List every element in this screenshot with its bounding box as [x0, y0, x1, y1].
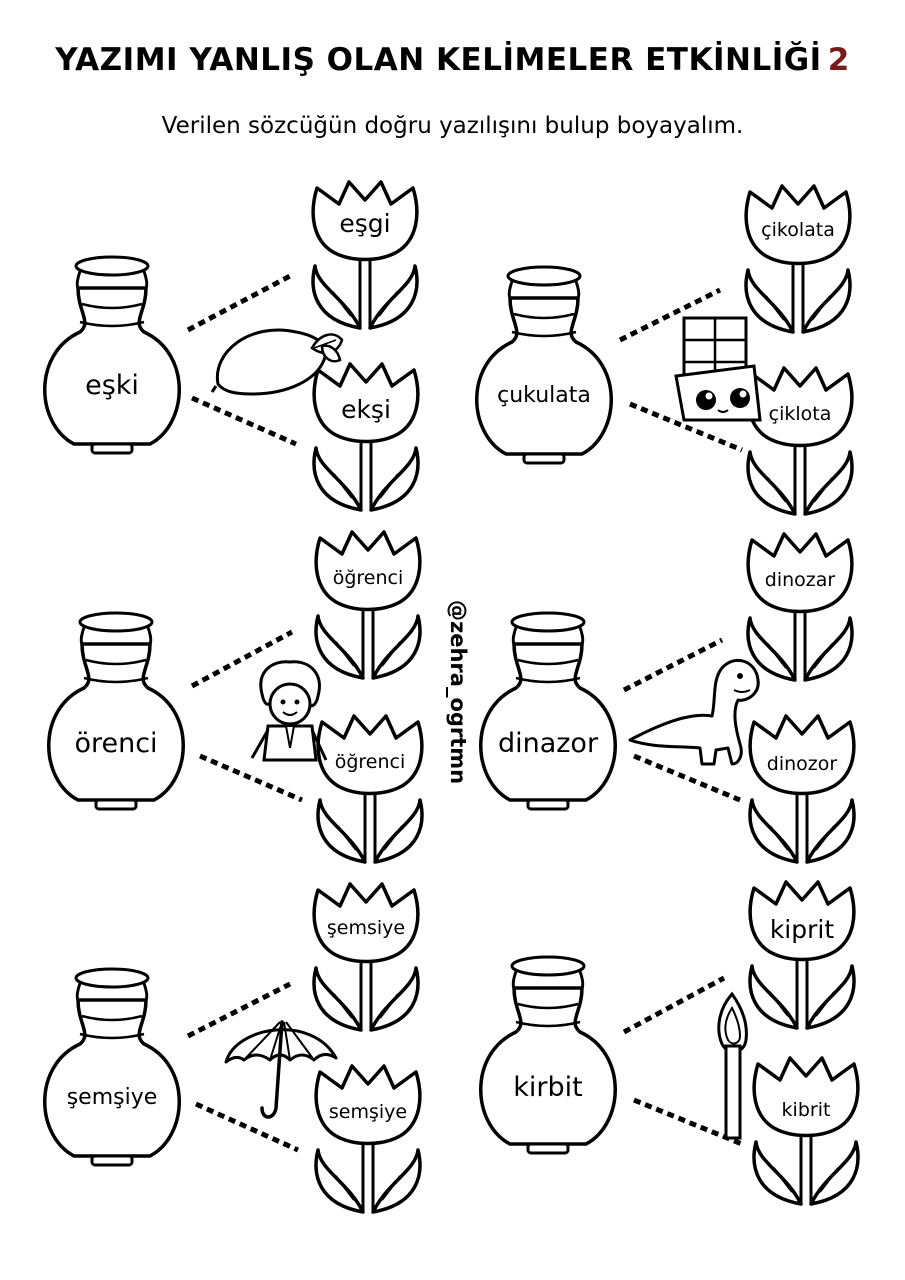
- option-bottom-word: semşiye: [329, 1101, 407, 1123]
- umbrella-icon: [224, 1020, 338, 1119]
- option-top-word: çikolata: [761, 219, 835, 241]
- vase-word: dinazor: [498, 728, 599, 759]
- exercise-semsiye: şemşiye şemsiye semşiye: [42, 882, 422, 1214]
- option-top-word: dinozar: [765, 569, 836, 591]
- option-top-word: kiprit: [770, 915, 835, 944]
- flower-option-bottom[interactable]: [748, 714, 856, 864]
- lemon-icon: [210, 328, 344, 396]
- vase-word: şemşiye: [67, 1085, 158, 1110]
- instructions: Verilen sözcüğün doğru yazılışını bulup …: [161, 113, 744, 139]
- flower-option-bottom[interactable]: [314, 1064, 422, 1214]
- option-bottom-word: çiklota: [769, 403, 832, 425]
- dashed-line-top: [618, 287, 722, 343]
- flower-option-top[interactable]: [744, 184, 852, 334]
- dashed-line-bottom: [629, 401, 743, 453]
- exercise-cukulata: çukulata çikolata çiklota: [474, 184, 854, 516]
- exercise-kirbit: kirbit kiprit kibrit: [478, 880, 860, 1206]
- vase: [42, 255, 182, 455]
- option-bottom-word: kibrit: [782, 1099, 831, 1121]
- flower-option-bottom[interactable]: [316, 714, 424, 864]
- option-top-word: eşgi: [339, 209, 390, 238]
- option-bottom-word: öğrenci: [335, 751, 406, 773]
- dashed-line-bottom: [633, 1097, 743, 1147]
- flower-option-top[interactable]: [312, 882, 420, 1032]
- vase: [46, 611, 186, 811]
- dashed-line-bottom: [190, 395, 298, 447]
- dashed-line-top: [186, 273, 292, 333]
- dinosaur-icon: [628, 658, 760, 766]
- flower-option-bottom[interactable]: [752, 1056, 860, 1206]
- vase-word: kirbit: [513, 1072, 582, 1103]
- dashed-line-top: [622, 637, 724, 693]
- exercise-orenci: örenci öğrenci öğrenci: [46, 530, 424, 864]
- vase: [42, 967, 182, 1167]
- flower-option-top[interactable]: [748, 880, 856, 1030]
- flower-option-bottom[interactable]: [746, 366, 854, 516]
- student-icon: [250, 660, 328, 762]
- matchstick-icon: [717, 991, 748, 1140]
- exercise-eski: eşki eşgi ekşi: [42, 180, 420, 512]
- chocolate-icon: [674, 316, 762, 422]
- vase-word: örenci: [74, 728, 157, 759]
- option-bottom-word: dinozor: [767, 753, 838, 775]
- dashed-line-bottom: [633, 753, 741, 803]
- title-number: 2: [827, 42, 850, 78]
- option-top-word: öğrenci: [333, 567, 404, 589]
- vase-word: eşki: [85, 370, 139, 401]
- exercise-dinazor: dinazor dinozar dinozor: [478, 532, 856, 864]
- dashed-line-bottom: [199, 753, 303, 803]
- dashed-line-top: [190, 629, 294, 689]
- title-text: YAZIMI YANLIŞ OLAN KELİMELER ETKİNLİĞİ: [55, 42, 822, 78]
- flower-option-top[interactable]: [746, 532, 854, 682]
- vase-word: çukulata: [497, 383, 591, 408]
- dashed-line-bottom: [194, 1101, 300, 1153]
- dashed-line-top: [622, 975, 726, 1035]
- option-bottom-word: ekşi: [341, 395, 391, 424]
- option-top-word: şemsiye: [327, 917, 405, 939]
- flower-option-top[interactable]: [314, 530, 422, 680]
- flower-option-bottom[interactable]: [312, 362, 420, 512]
- flower-option-top[interactable]: [311, 180, 419, 330]
- vase: [478, 955, 618, 1155]
- vase: [478, 611, 618, 811]
- vase: [474, 265, 614, 465]
